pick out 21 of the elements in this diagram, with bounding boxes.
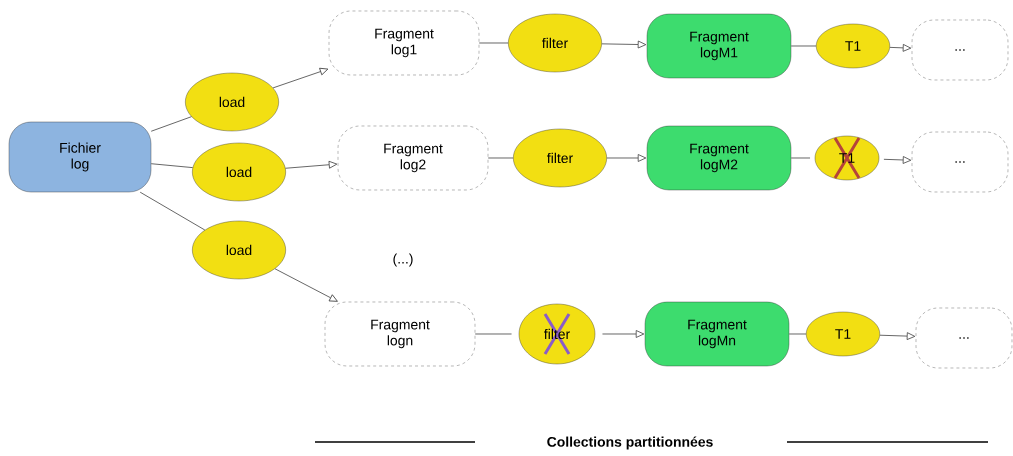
fragment-box: ... bbox=[911, 131, 1009, 193]
fragment-box: ... bbox=[915, 307, 1013, 369]
arrow bbox=[601, 40, 647, 49]
result-box: Fragment logM2 bbox=[646, 125, 792, 191]
arrow bbox=[879, 332, 916, 340]
result-box: Fragment logM1 bbox=[646, 13, 792, 79]
fragment-box: Fragment log1 bbox=[328, 10, 480, 76]
fragment-box: ... bbox=[911, 19, 1009, 81]
note-text: Collections partitionnées bbox=[547, 436, 713, 450]
arrow bbox=[274, 268, 338, 302]
note-text: (...) bbox=[393, 253, 413, 267]
arrow bbox=[883, 156, 912, 164]
process-box: Fichier log bbox=[8, 121, 152, 193]
result-box: Fragment logMn bbox=[644, 301, 790, 367]
arrow bbox=[602, 330, 645, 338]
arrow bbox=[606, 154, 647, 162]
arrow bbox=[285, 160, 338, 169]
arrow bbox=[272, 67, 329, 89]
fragment-box: Fragment logn bbox=[324, 301, 476, 367]
arrow bbox=[889, 44, 912, 52]
fragment-box: Fragment log2 bbox=[337, 125, 489, 191]
